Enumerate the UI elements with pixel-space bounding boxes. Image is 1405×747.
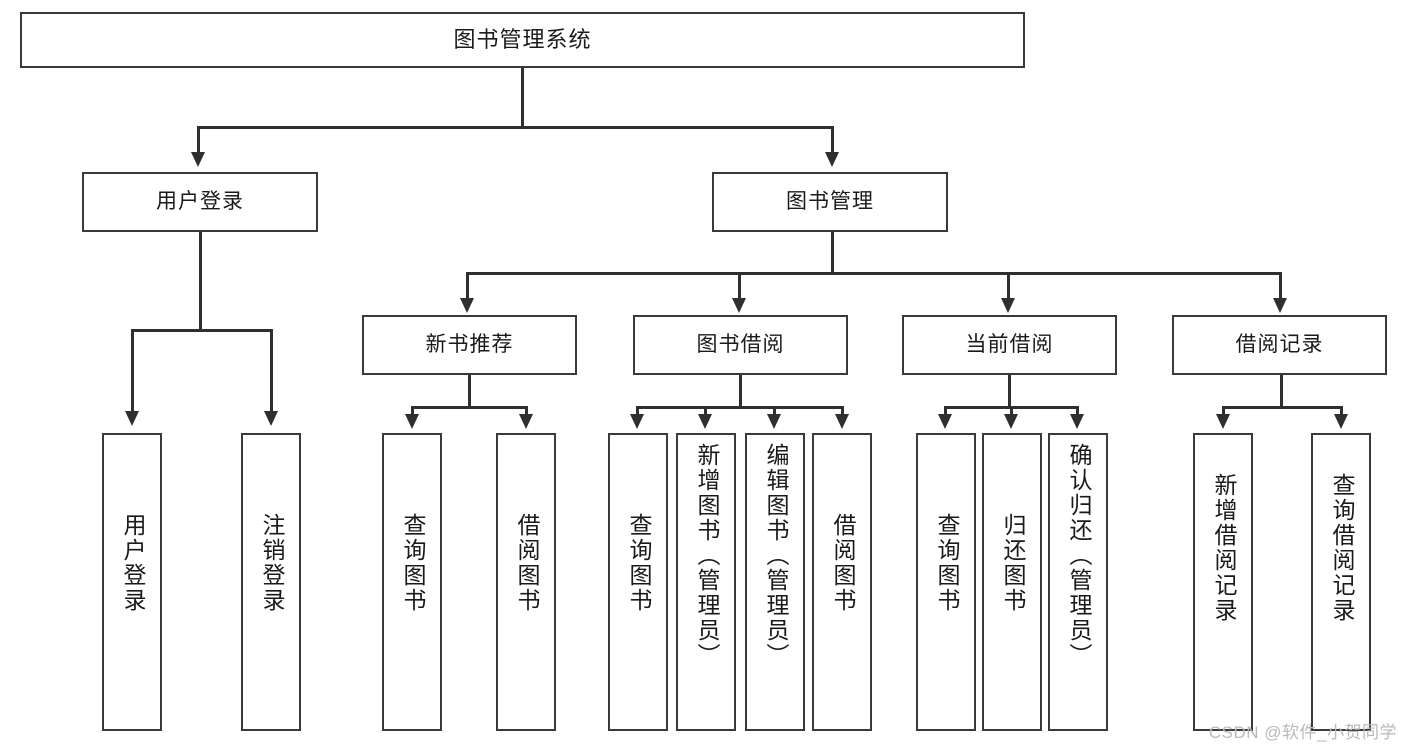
arrow-borrow-record-to-leaf-2 xyxy=(1334,414,1348,429)
arrow-root-to-user-login xyxy=(191,152,205,167)
node-label: 图书管理 xyxy=(786,189,874,213)
connector-book-borrow-to-leaf-3 xyxy=(773,406,776,415)
connector-new-book-to-leaf-1 xyxy=(411,406,414,415)
connector-book-manage-to-current-borrow xyxy=(1007,272,1010,298)
leaf-edit-book-admin[interactable]: 编辑图书（管理员） xyxy=(745,433,805,731)
connector-current-borrow-to-leaf-3 xyxy=(1076,406,1079,415)
node-new-book-recommend[interactable]: 新书推荐 xyxy=(362,315,577,375)
connector-new-book-stem xyxy=(468,375,471,408)
leaf-confirm-return-admin[interactable]: 确认归还（管理员） xyxy=(1048,433,1108,731)
node-borrow-record[interactable]: 借阅记录 xyxy=(1172,315,1387,375)
arrow-current-borrow-to-leaf-1 xyxy=(938,414,952,429)
connector-borrow-record-bus xyxy=(1222,406,1341,409)
connector-book-manage-to-new-book xyxy=(466,272,469,298)
node-label: 查询图书 xyxy=(399,513,426,613)
node-label: 图书管理系统 xyxy=(453,27,592,53)
connector-book-borrow-to-leaf-4 xyxy=(841,406,844,415)
arrow-book-borrow-to-leaf-1 xyxy=(630,414,644,429)
node-label: 新增图书（管理员） xyxy=(693,443,720,668)
connector-user-login-stem xyxy=(199,232,202,332)
node-label: 借阅记录 xyxy=(1235,332,1324,356)
node-label: 新增借阅记录 xyxy=(1210,473,1237,623)
connector-root-bus xyxy=(197,126,834,129)
node-root-system[interactable]: 图书管理系统 xyxy=(20,12,1025,68)
connector-new-book-bus xyxy=(411,406,528,409)
connector-book-borrow-to-leaf-2 xyxy=(704,406,707,415)
arrow-book-borrow-to-leaf-4 xyxy=(835,414,849,429)
leaf-add-borrow-record[interactable]: 新增借阅记录 xyxy=(1193,433,1253,731)
node-label: 注销登录 xyxy=(258,513,285,613)
leaf-borrow-book-1[interactable]: 借阅图书 xyxy=(496,433,556,731)
node-book-management[interactable]: 图书管理 xyxy=(712,172,948,232)
node-label: 查询图书 xyxy=(625,513,652,613)
leaf-return-book[interactable]: 归还图书 xyxy=(982,433,1042,731)
arrow-user-login-to-leaf-2 xyxy=(264,411,278,426)
connector-book-manage-to-borrow-record xyxy=(1279,272,1282,298)
connector-root-stem xyxy=(521,68,524,128)
arrow-current-borrow-to-leaf-2 xyxy=(1004,414,1018,429)
arrow-book-manage-to-book-borrow xyxy=(732,298,746,313)
connector-user-login-to-leaf-1 xyxy=(131,329,134,411)
csdn-watermark: CSDN @软件_小贺同学 xyxy=(1208,723,1397,742)
arrow-user-login-to-leaf-1 xyxy=(125,411,139,426)
arrow-book-borrow-to-leaf-2 xyxy=(698,414,712,429)
node-label: 借阅图书 xyxy=(513,513,540,613)
connector-current-borrow-to-leaf-1 xyxy=(944,406,947,415)
connector-borrow-record-stem xyxy=(1280,375,1283,408)
leaf-query-book-1[interactable]: 查询图书 xyxy=(382,433,442,731)
node-current-borrow[interactable]: 当前借阅 xyxy=(902,315,1117,375)
leaf-add-book-admin[interactable]: 新增图书（管理员） xyxy=(676,433,736,731)
node-label: 借阅图书 xyxy=(829,513,856,613)
arrow-book-manage-to-borrow-record xyxy=(1273,298,1287,313)
leaf-borrow-book-2[interactable]: 借阅图书 xyxy=(812,433,872,731)
node-label: 图书借阅 xyxy=(696,332,785,356)
connector-user-login-to-leaf-2 xyxy=(270,329,273,411)
node-label: 查询借阅记录 xyxy=(1328,473,1355,623)
connector-current-borrow-stem xyxy=(1008,375,1011,408)
connector-borrow-record-to-leaf-2 xyxy=(1340,406,1343,415)
node-label: 查询图书 xyxy=(933,513,960,613)
arrow-book-manage-to-new-book xyxy=(460,298,474,313)
connector-book-borrow-to-leaf-1 xyxy=(636,406,639,415)
arrow-book-borrow-to-leaf-3 xyxy=(767,414,781,429)
connector-user-login-bus xyxy=(131,329,270,332)
connector-book-manage-bus xyxy=(466,272,1282,275)
node-label: 新书推荐 xyxy=(425,332,514,356)
node-user-login[interactable]: 用户登录 xyxy=(82,172,318,232)
connector-book-manage-to-book-borrow xyxy=(738,272,741,298)
arrow-borrow-record-to-leaf-1 xyxy=(1216,414,1230,429)
connector-borrow-record-to-leaf-1 xyxy=(1222,406,1225,415)
connector-root-to-book-manage xyxy=(831,126,834,152)
connector-current-borrow-to-leaf-2 xyxy=(1010,406,1013,415)
node-label: 归还图书 xyxy=(999,513,1026,613)
leaf-query-borrow-record[interactable]: 查询借阅记录 xyxy=(1311,433,1371,731)
node-label: 用户登录 xyxy=(156,189,244,213)
leaf-query-book-2[interactable]: 查询图书 xyxy=(608,433,668,731)
connector-book-manage-stem xyxy=(831,232,834,274)
arrow-new-book-to-leaf-2 xyxy=(519,414,533,429)
node-book-borrow[interactable]: 图书借阅 xyxy=(633,315,848,375)
node-label: 编辑图书（管理员） xyxy=(762,443,789,668)
connector-book-borrow-stem xyxy=(739,375,742,408)
arrow-root-to-book-manage xyxy=(825,152,839,167)
arrow-current-borrow-to-leaf-3 xyxy=(1070,414,1084,429)
connector-book-borrow-bus xyxy=(636,406,844,409)
arrow-book-manage-to-current-borrow xyxy=(1001,298,1015,313)
leaf-query-book-3[interactable]: 查询图书 xyxy=(916,433,976,731)
leaf-user-login[interactable]: 用户登录 xyxy=(102,433,162,731)
connector-new-book-to-leaf-2 xyxy=(525,406,528,415)
node-label: 当前借阅 xyxy=(965,332,1054,356)
node-label: 确认归还（管理员） xyxy=(1065,443,1092,668)
leaf-logout[interactable]: 注销登录 xyxy=(241,433,301,731)
node-label: 用户登录 xyxy=(119,513,146,613)
arrow-new-book-to-leaf-1 xyxy=(405,414,419,429)
connector-root-to-user-login xyxy=(197,126,200,152)
